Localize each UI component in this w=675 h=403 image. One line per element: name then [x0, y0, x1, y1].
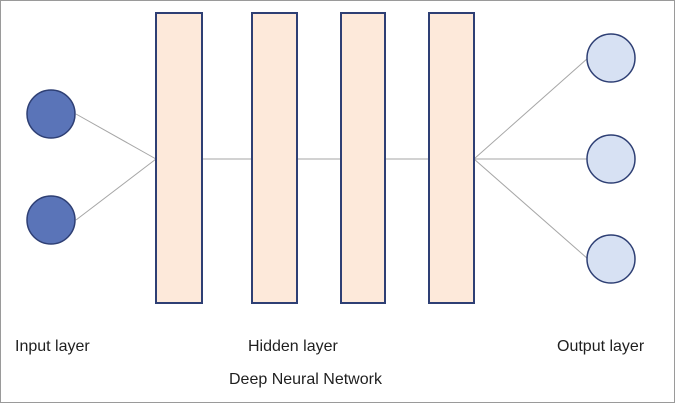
- output-layer-label: Output layer: [557, 338, 645, 355]
- input-node-2: [26, 195, 76, 245]
- hidden-layer-4: [428, 12, 475, 304]
- input-layer-label: Input layer: [15, 338, 90, 355]
- input-node-1: [26, 89, 76, 139]
- hidden-layers: [155, 12, 475, 304]
- diagram-caption: Deep Neural Network: [229, 371, 382, 388]
- hidden-layer-label: Hidden layer: [248, 338, 338, 355]
- hidden-layer-3: [340, 12, 386, 304]
- connection-input-2: [75, 158, 157, 221]
- output-node-1: [586, 33, 636, 83]
- output-node-2: [586, 134, 636, 184]
- output-node-3: [586, 234, 636, 284]
- connection-output-3: [473, 158, 589, 260]
- hidden-layer-1: [155, 12, 203, 304]
- connections: [75, 57, 589, 260]
- connection-output-1: [473, 57, 589, 160]
- output-layer-nodes: [586, 33, 636, 284]
- hidden-layer-2: [251, 12, 298, 304]
- connection-input-1: [75, 113, 157, 160]
- input-layer-nodes: [26, 89, 76, 245]
